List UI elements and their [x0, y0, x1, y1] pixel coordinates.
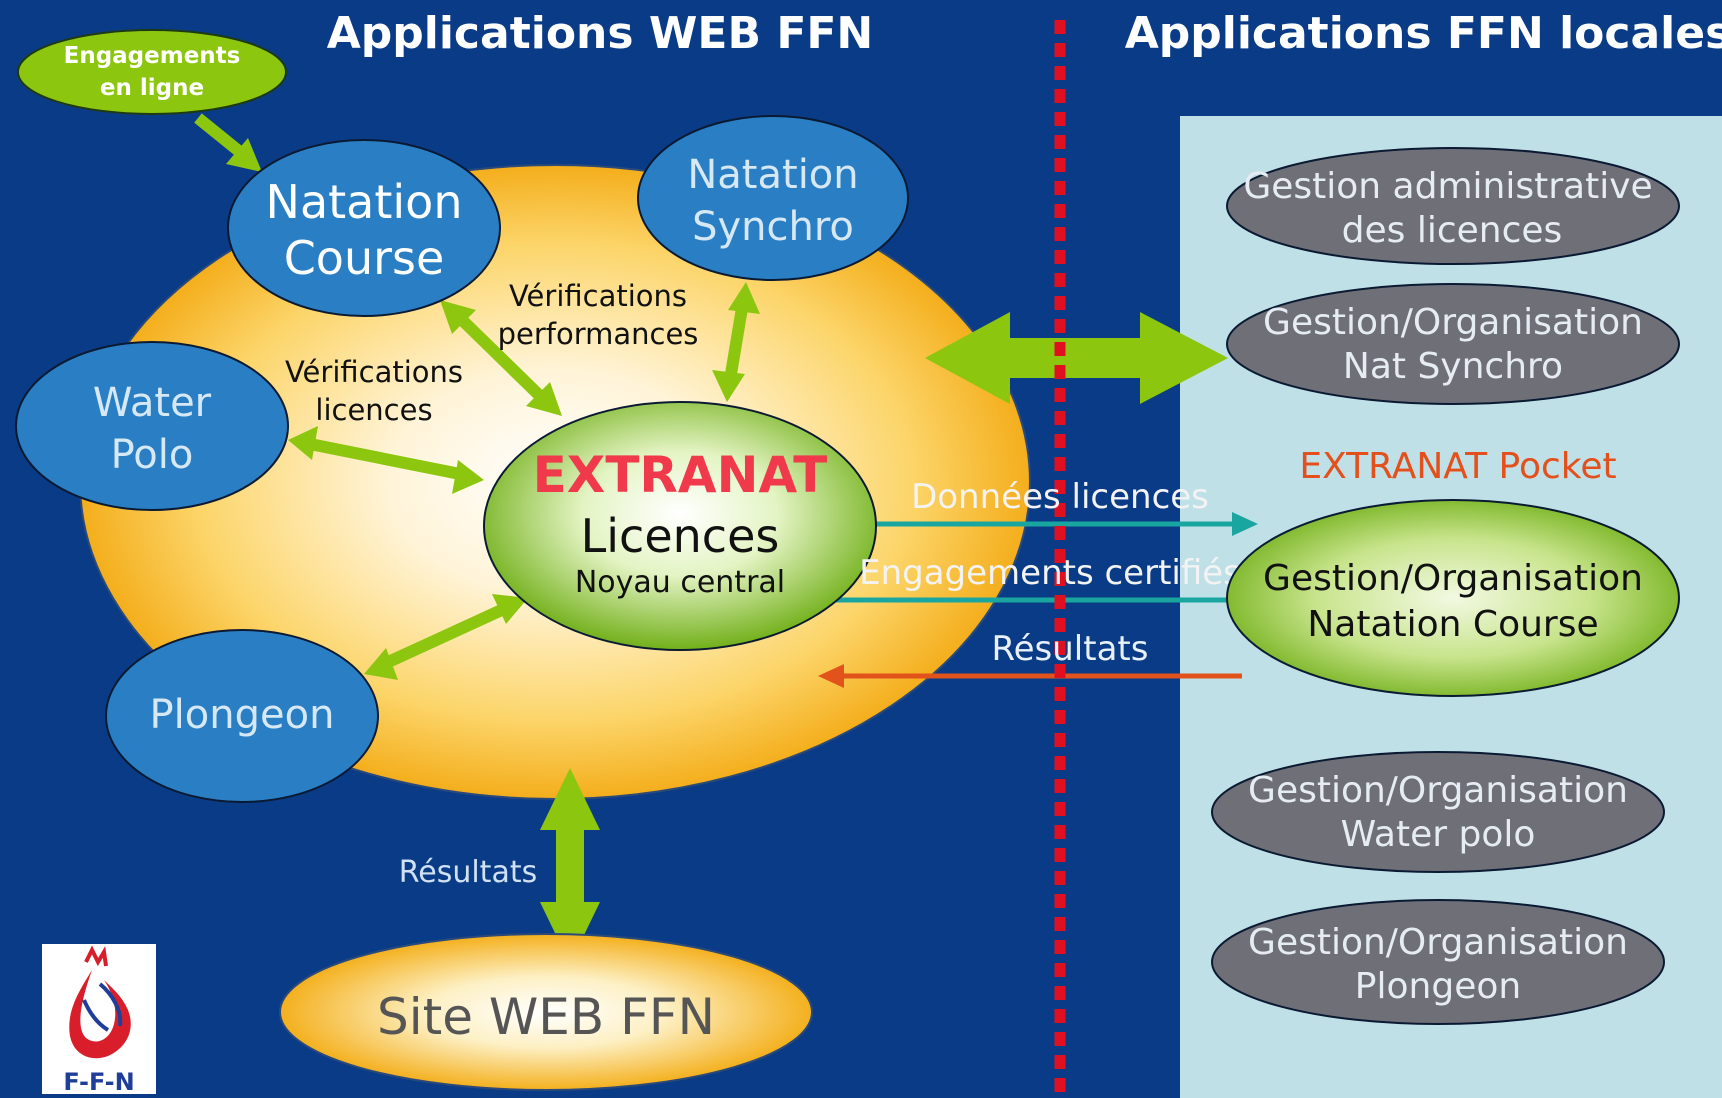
- engagements-line-1: Engagements: [64, 43, 241, 69]
- node-extranat-core[interactable]: EXTRANAT Licences Noyau central: [483, 401, 877, 651]
- gestion-admin-line-1: Gestion administrative: [1243, 166, 1652, 207]
- arrowhead-extranat-end-2: [712, 370, 745, 402]
- arrow-synchro-extranat: [724, 301, 749, 381]
- water-polo-shape: [15, 341, 289, 511]
- gestion-water-shape: [1211, 751, 1665, 873]
- logo-rooster-icon: [69, 970, 131, 1059]
- plongeon-label: Plongeon: [150, 692, 335, 738]
- arrow-course-extranat: [453, 311, 547, 403]
- gestion-synchro-shape: [1226, 283, 1680, 405]
- arrow-engagements-to-course: [194, 113, 244, 157]
- node-natation-synchro[interactable]: Natation Synchro: [637, 115, 909, 281]
- ffn-logo: F-F-N: [42, 944, 156, 1096]
- natation-course-line-2: Course: [284, 231, 445, 285]
- engagements-shape: [17, 29, 287, 115]
- arrowhead-synchro-end: [728, 282, 760, 314]
- node-plongeon[interactable]: Plongeon: [105, 629, 379, 803]
- logo-background: [42, 944, 156, 1094]
- natation-synchro-line-2: Synchro: [692, 204, 854, 250]
- label-verif-licences-2: licences: [315, 393, 432, 427]
- local-apps-title: Applications FFN locales: [1125, 8, 1722, 59]
- natation-course-shape: [227, 139, 501, 317]
- node-engagements-en-ligne[interactable]: Engagements en ligne: [17, 29, 287, 115]
- node-natation-course[interactable]: Natation Course: [227, 139, 501, 317]
- web-apps-title: Applications WEB FFN: [327, 8, 874, 59]
- site-web-label: Site WEB FFN: [377, 988, 715, 1046]
- natation-course-line-1: Natation: [266, 175, 463, 229]
- logo-rooster-comb-icon: [84, 945, 108, 967]
- arrowhead-course-end: [440, 300, 476, 334]
- arrows: [194, 113, 1258, 964]
- gestion-plongeon-shape: [1211, 899, 1665, 1025]
- extranat-core-shape: [483, 401, 877, 651]
- node-site-web-ffn[interactable]: Site WEB FFN: [279, 933, 813, 1091]
- node-gestion-admin-licences[interactable]: Gestion administrative des licences: [1226, 147, 1680, 265]
- arrow-web-local-exchange: [925, 312, 1228, 404]
- plongeon-shape: [105, 629, 379, 803]
- arrowhead-donnees: [1232, 512, 1258, 536]
- gestion-synchro-line-1: Gestion/Organisation: [1263, 302, 1643, 343]
- arrow-waterpolo-extranat: [308, 438, 462, 480]
- label-engagements-certifies: Engagements certifiés: [859, 553, 1241, 593]
- label-verif-performances-2: performances: [498, 317, 699, 351]
- arrowhead-extranat-end-1: [526, 382, 562, 416]
- node-water-polo[interactable]: Water Polo: [15, 341, 289, 511]
- extranat-core-title: Licences: [581, 509, 780, 563]
- node-gestion-nat-synchro[interactable]: Gestion/Organisation Nat Synchro: [1226, 283, 1680, 405]
- gestion-course-line-1: Gestion/Organisation: [1263, 558, 1643, 599]
- gestion-admin-line-2: des licences: [1342, 210, 1563, 251]
- extranat-pocket-label: EXTRANAT Pocket: [1299, 446, 1616, 487]
- node-gestion-plongeon[interactable]: Gestion/Organisation Plongeon: [1211, 899, 1665, 1025]
- gestion-water-line-1: Gestion/Organisation: [1248, 770, 1628, 811]
- gestion-plongeon-line-1: Gestion/Organisation: [1248, 922, 1628, 963]
- arrowhead-engagements: [226, 138, 262, 172]
- site-web-shape: [279, 933, 813, 1091]
- arrow-plongeon-extranat: [381, 602, 509, 670]
- arrowhead-plongeon-end: [364, 648, 398, 680]
- engagements-line-2: en ligne: [100, 75, 204, 101]
- label-resultats-site: Résultats: [399, 855, 537, 890]
- node-gestion-natation-course[interactable]: Gestion/Organisation Natation Course: [1226, 499, 1680, 697]
- gestion-water-line-2: Water polo: [1341, 814, 1536, 855]
- arrowhead-extranat-end-4: [492, 594, 528, 624]
- gestion-plongeon-line-2: Plongeon: [1355, 966, 1521, 1007]
- extranat-brand: EXTRANAT: [533, 446, 828, 504]
- water-polo-line-2: Polo: [111, 432, 194, 478]
- arrowhead-waterpolo-end: [288, 426, 318, 460]
- gestion-synchro-line-2: Nat Synchro: [1343, 346, 1563, 387]
- gestion-course-shape: [1226, 499, 1680, 697]
- arrow-site-web-exchange: [540, 768, 600, 964]
- arrowhead-extranat-end-3: [452, 460, 484, 494]
- label-verif-performances-1: Vérifications: [509, 279, 687, 313]
- water-polo-line-1: Water: [93, 380, 212, 426]
- natation-synchro-line-1: Natation: [687, 152, 858, 198]
- logo-rooster-wing-icon: [82, 982, 123, 1032]
- extranat-core-subtitle: Noyau central: [575, 565, 785, 600]
- gestion-course-line-2: Natation Course: [1307, 604, 1598, 645]
- gestion-admin-shape: [1226, 147, 1680, 265]
- natation-synchro-shape: [637, 115, 909, 281]
- label-verif-licences-1: Vérifications: [285, 355, 463, 389]
- label-resultats-local: Résultats: [992, 629, 1149, 669]
- arrowhead-resultats-local: [818, 664, 844, 688]
- label-donnees-licences: Données licences: [911, 477, 1209, 517]
- logo-text: F-F-N: [63, 1068, 134, 1096]
- node-gestion-water-polo[interactable]: Gestion/Organisation Water polo: [1211, 751, 1665, 873]
